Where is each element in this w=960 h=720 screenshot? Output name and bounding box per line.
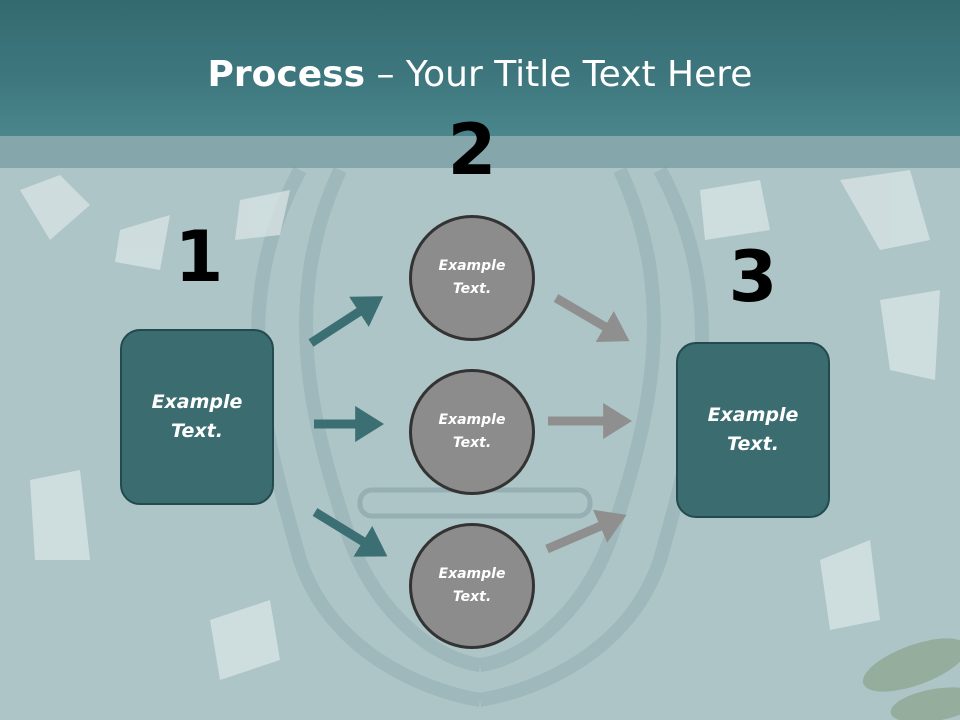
arrow-top-to-3-icon [553, 294, 630, 343]
step-3-number: 3 [728, 236, 778, 318]
step-2-circle-middle[interactable]: Example Text. [409, 369, 535, 495]
slide-title: Process – Your Title Text Here [0, 52, 960, 98]
step-1-box[interactable]: Example Text. [120, 329, 274, 505]
title-bar [0, 0, 960, 136]
arrow-1-to-bottom-icon [312, 508, 388, 557]
step-3-label: Example Text. [707, 404, 799, 455]
title-bar-band [0, 136, 960, 168]
step-1-label: Example Text. [151, 391, 243, 442]
arrow-bottom-to-3-icon [545, 509, 627, 554]
step-2-item-2-label: Example Text. [438, 412, 506, 451]
step-3-box[interactable]: Example Text. [676, 342, 830, 518]
title-rest: – Your Title Text Here [365, 54, 753, 95]
step-2-item-1-label: Example Text. [438, 258, 506, 297]
step-2-circle-bottom[interactable]: Example Text. [409, 523, 535, 649]
title-bold: Process [207, 54, 366, 95]
step-2-circle-top[interactable]: Example Text. [409, 215, 535, 341]
step-2-item-3-label: Example Text. [438, 566, 506, 605]
arrow-1-to-top-icon [308, 296, 384, 347]
step-1-number: 1 [174, 216, 224, 298]
step-2-number: 2 [447, 109, 497, 191]
